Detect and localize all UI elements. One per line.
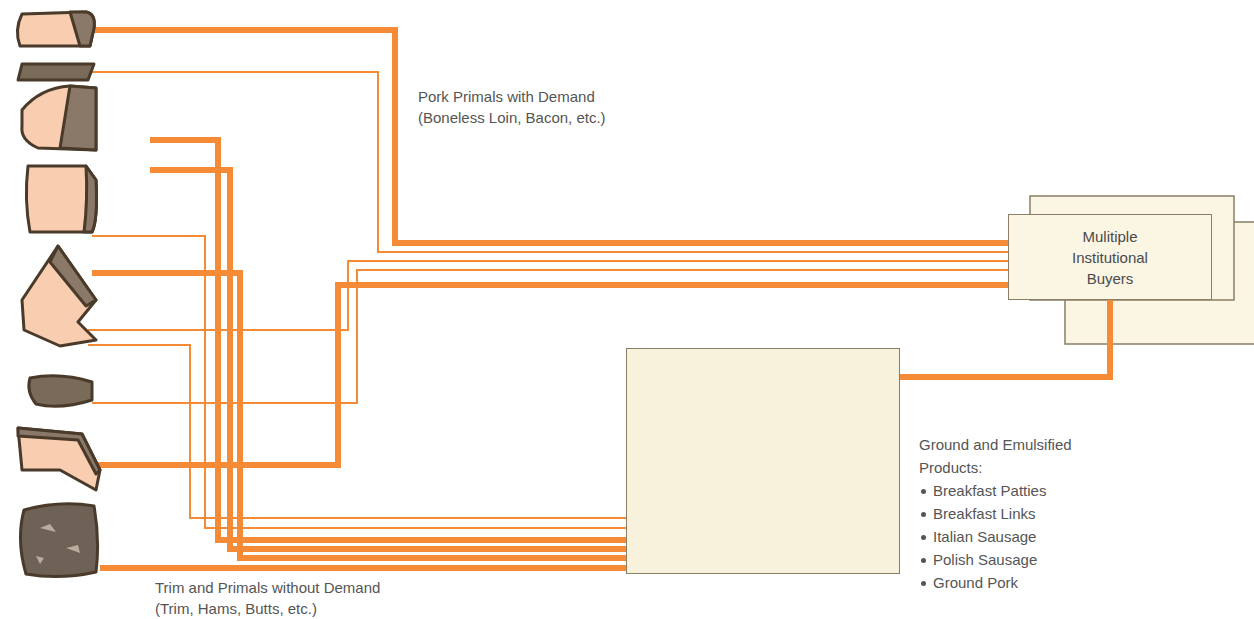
pork-cut <box>60 86 96 150</box>
wire <box>150 170 626 549</box>
flow-connector <box>900 300 1110 377</box>
list-text: Polish Sausage <box>933 551 1037 568</box>
pork-cut <box>50 246 96 306</box>
bullet <box>921 558 926 563</box>
list-item: Ground Pork <box>919 571 1119 594</box>
list-text: Italian Sausage <box>933 528 1036 545</box>
bullet <box>921 535 926 540</box>
pork-cut <box>18 428 100 474</box>
wire <box>92 273 626 558</box>
list-item: Breakfast Links <box>919 502 1119 525</box>
pork-cut <box>18 64 94 80</box>
product-box: Ground and Emulsified Products:Breakfast… <box>626 348 900 574</box>
buyer-box: Mulitiple Institutional Buyers <box>1008 214 1212 300</box>
pork-cut <box>20 504 97 577</box>
wire <box>150 140 626 540</box>
pork-cut <box>29 376 92 407</box>
pork-cuts <box>17 12 100 577</box>
wire <box>88 345 626 518</box>
list-text: Breakfast Patties <box>933 482 1046 499</box>
list-item: Breakfast Patties <box>919 479 1119 502</box>
bullet <box>921 489 926 494</box>
wire <box>88 30 1008 243</box>
pork-cut <box>70 12 94 46</box>
pork-cut <box>84 166 97 232</box>
list-item: Italian Sausage <box>919 525 1119 548</box>
list-heading: Ground and Emulsified Products: <box>919 433 1079 479</box>
trim-label: Trim and Primals without Demand (Trim, H… <box>155 577 395 619</box>
trim-fleck <box>36 524 80 564</box>
pork-cut <box>18 428 100 490</box>
pork-cut <box>17 12 94 46</box>
bullet <box>921 512 926 517</box>
bullet <box>921 581 926 586</box>
pork-cut <box>22 246 96 346</box>
list-text: Ground Pork <box>933 574 1018 591</box>
wire <box>100 565 626 571</box>
pork-cut <box>22 86 96 150</box>
list-text: Breakfast Links <box>933 505 1036 522</box>
primal-label: Pork Primals with Demand (Boneless Loin,… <box>418 86 633 128</box>
box-label: Mulitiple Institutional Buyers <box>1055 226 1165 289</box>
wire <box>92 236 626 528</box>
product-list: Ground and Emulsified Products: Breakfast… <box>919 433 1119 594</box>
pork-cut <box>26 166 96 232</box>
list-item: Polish Sausage <box>919 548 1119 571</box>
